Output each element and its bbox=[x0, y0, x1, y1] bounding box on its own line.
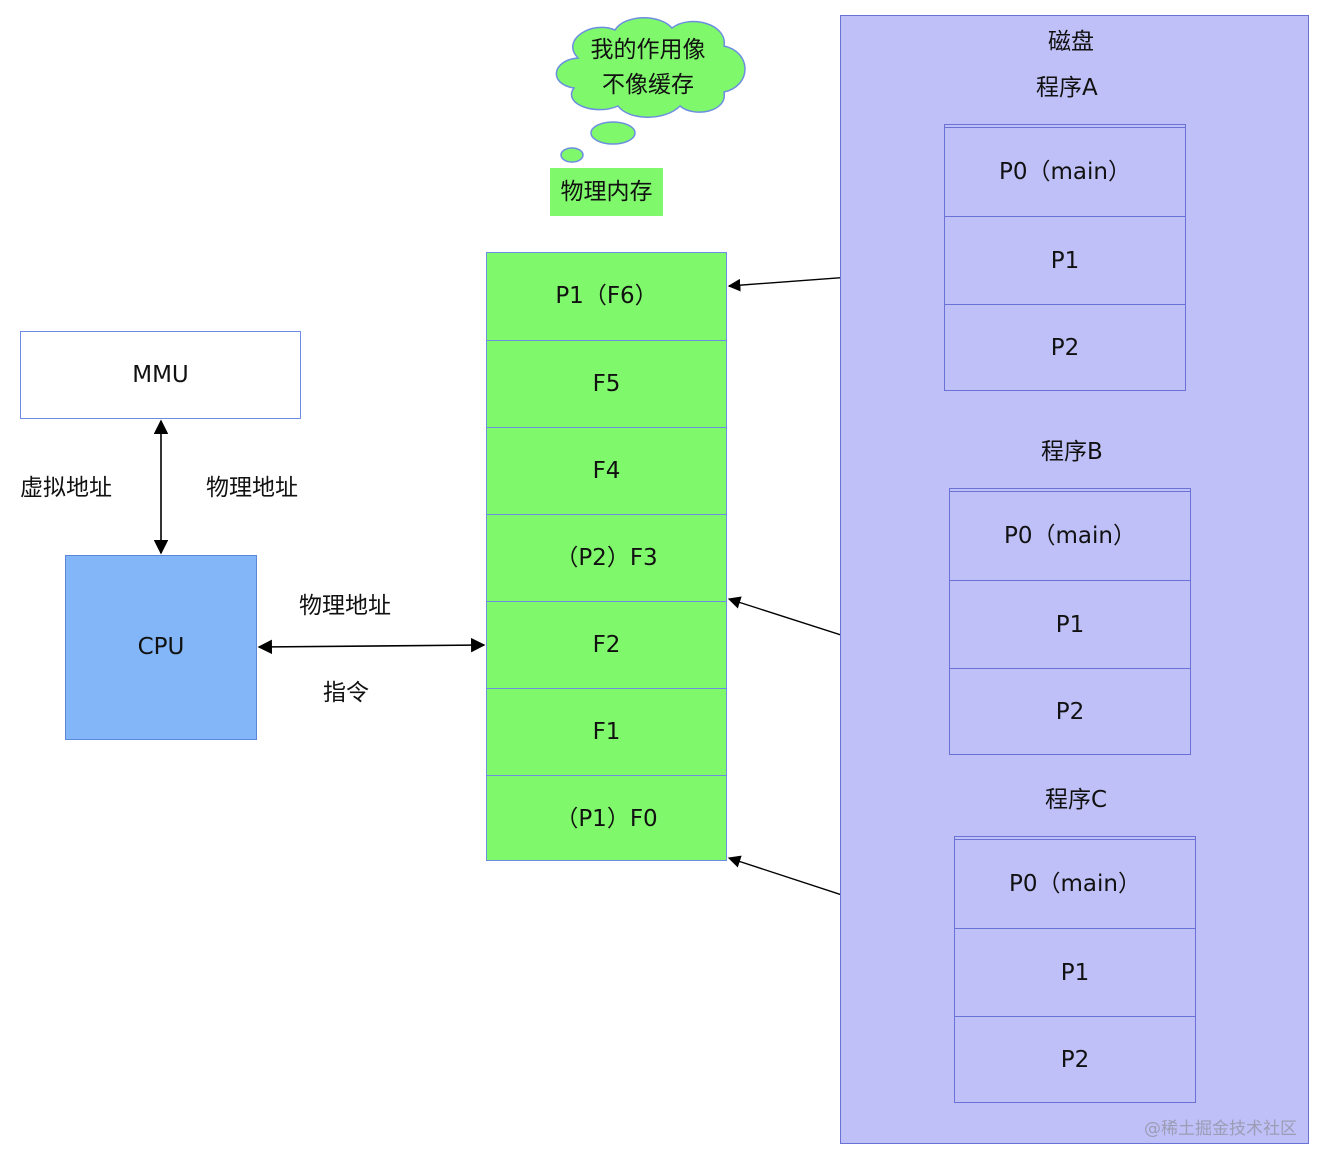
program-a-pages: P0（main） P1 P2 bbox=[944, 124, 1186, 391]
program-c-page-p1: P1 bbox=[955, 928, 1195, 1017]
virtual-address-label: 虚拟地址 bbox=[20, 475, 112, 501]
watermark: @稀土掘金技术社区 bbox=[1144, 1119, 1297, 1139]
physical-address-label-left: 物理地址 bbox=[206, 475, 298, 501]
memory-frame-f3: （P2）F3 bbox=[487, 514, 726, 602]
program-c-page-p0: P0（main） bbox=[1009, 870, 1141, 897]
program-b-title: 程序B bbox=[1041, 439, 1103, 465]
cloud-bubble-small bbox=[560, 147, 584, 163]
memory-frame-f1: F1 bbox=[487, 688, 726, 776]
disk-title: 磁盘 bbox=[1048, 29, 1094, 55]
program-a-page-p0: P0（main） bbox=[999, 158, 1131, 185]
program-a-title: 程序A bbox=[1036, 75, 1098, 101]
program-c-page-p2: P2 bbox=[955, 1016, 1195, 1103]
memory-frame-f2: F2 bbox=[487, 601, 726, 689]
program-b-page-p0: P0（main） bbox=[1004, 522, 1136, 549]
thought-cloud bbox=[555, 17, 746, 163]
program-b-page-p1: P1 bbox=[950, 580, 1190, 669]
program-b-pages: P0（main） P1 P2 bbox=[949, 488, 1191, 755]
instruction-label: 指令 bbox=[323, 680, 369, 706]
physical-memory-stack: P1（F6） F5 F4 （P2）F3 F2 F1 （P1）F0 bbox=[486, 252, 727, 861]
cpu-memory-arrow bbox=[257, 637, 486, 655]
program-c-pages: P0（main） P1 P2 bbox=[954, 836, 1196, 1103]
program-a-page-p2: P2 bbox=[945, 304, 1185, 391]
program-c-title: 程序C bbox=[1045, 787, 1108, 813]
thought-text-line2: 不像缓存 bbox=[602, 72, 694, 98]
memory-frame-f5: F5 bbox=[487, 340, 726, 428]
thought-text-line1: 我的作用像 bbox=[590, 37, 706, 63]
program-a-page-p1: P1 bbox=[945, 216, 1185, 305]
cloud-bubble-medium bbox=[590, 121, 636, 145]
memory-frame-f6: P1（F6） bbox=[555, 283, 658, 309]
physical-memory-label: 物理内存 bbox=[550, 168, 663, 216]
memory-frame-f0: （P1）F0 bbox=[487, 775, 726, 863]
physical-address-label-mid: 物理地址 bbox=[299, 593, 391, 619]
cpu-box: CPU bbox=[65, 555, 257, 740]
program-b-page-p2: P2 bbox=[950, 668, 1190, 755]
mmu-box: MMU bbox=[20, 331, 301, 419]
memory-frame-f4: F4 bbox=[487, 427, 726, 515]
